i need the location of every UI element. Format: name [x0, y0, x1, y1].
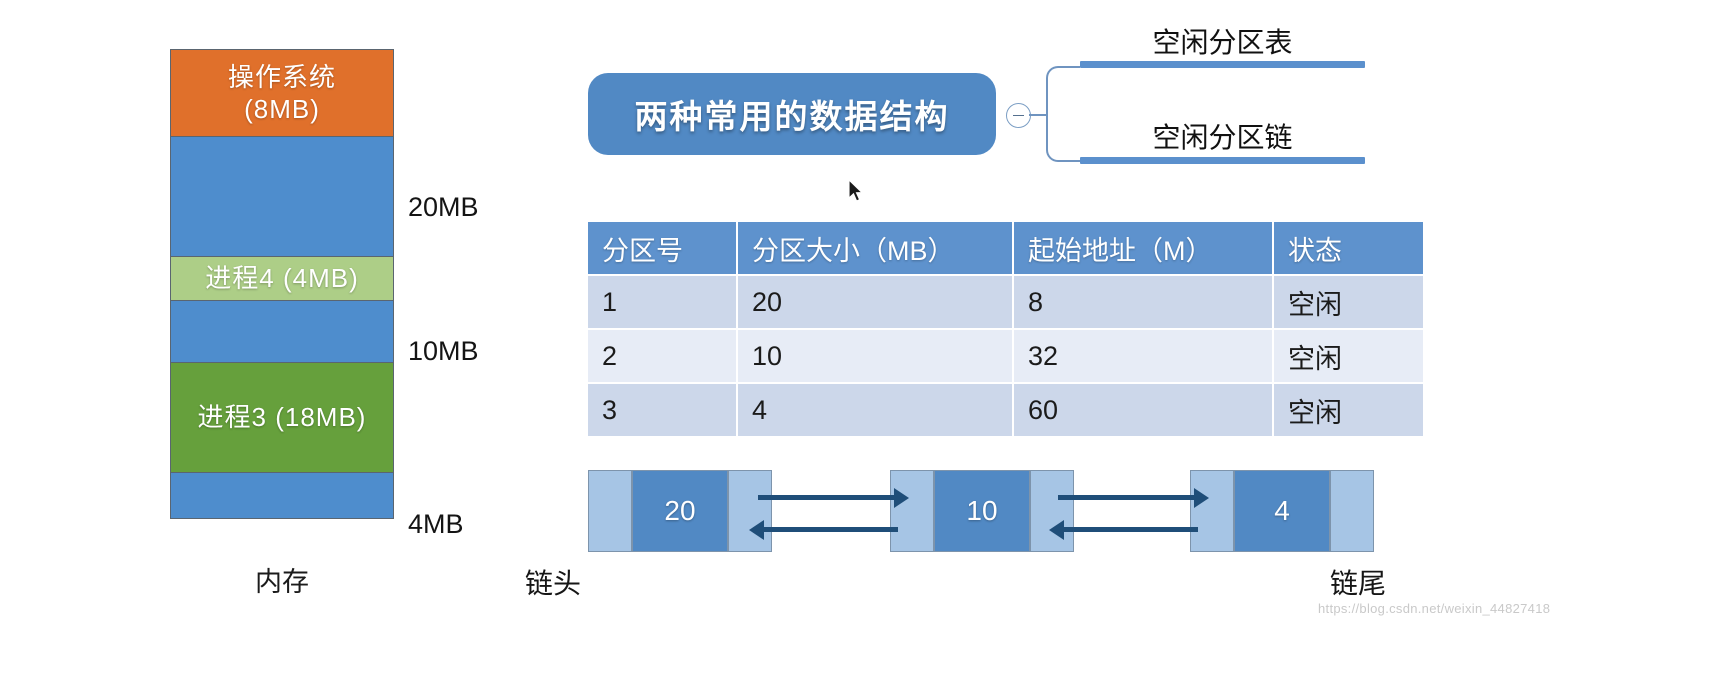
cell-status: 空闲 [1273, 275, 1423, 330]
cell-status: 空闲 [1273, 383, 1423, 438]
node-prev-pointer [1190, 470, 1234, 552]
memory-size-label-20mb: 20MB [408, 192, 479, 222]
table-header-row: 分区号 分区大小（MB） 起始地址（M） 状态 [588, 222, 1423, 276]
cell-start-address: 8 [1013, 275, 1274, 330]
mindmap-branch-label-2: 空闲分区链 [1152, 122, 1293, 153]
cell-partition-size: 10 [737, 329, 1014, 384]
mindmap-branch-underline-1 [1080, 61, 1365, 68]
table-row: 3 4 60 空闲 [588, 383, 1423, 438]
memory-segment-process4-label: 进程4 (4MB) [205, 263, 359, 294]
table-header-partition-size: 分区大小（MB） [737, 222, 1014, 276]
linked-list-tail-label: 链尾 [1330, 568, 1387, 599]
prev-arrow-icon [1049, 519, 1198, 540]
mindmap-root-node[interactable]: 两种常用的数据结构 [588, 73, 996, 155]
memory-segment-process4: 进程4 (4MB) [170, 257, 394, 301]
mindmap-branch-free-partition-table[interactable]: 空闲分区表 [1080, 27, 1365, 68]
memory-layout-diagram: 操作系统 (8MB) 进程4 (4MB) 进程3 (18MB) [170, 49, 394, 519]
node-prev-pointer [588, 470, 632, 552]
memory-segment-free-4 [170, 473, 394, 519]
minus-glyph [1013, 114, 1024, 117]
memory-size-label-4mb: 4MB [408, 509, 464, 539]
mindmap-connector [1029, 113, 1046, 116]
linked-list-head-label: 链头 [525, 568, 582, 599]
arrow-head [749, 519, 764, 540]
mindmap-bracket [1046, 66, 1080, 162]
node-value: 4 [1234, 470, 1330, 552]
table-header-status: 状态 [1273, 222, 1423, 276]
node-next-pointer [728, 470, 772, 552]
table-header-start-address: 起始地址（M） [1013, 222, 1274, 276]
cell-partition-size: 20 [737, 275, 1014, 330]
cell-partition-number: 1 [588, 275, 738, 330]
minus-circle-icon[interactable] [1006, 103, 1031, 128]
node-next-pointer [1330, 470, 1374, 552]
mindmap-branch-label-1: 空闲分区表 [1152, 27, 1293, 58]
arrow-head [1194, 487, 1209, 508]
free-partition-linked-list: 20 10 4 [588, 470, 1378, 552]
mindmap-root-label: 两种常用的数据结构 [634, 98, 950, 135]
node-value: 10 [934, 470, 1030, 552]
cell-partition-size: 4 [737, 383, 1014, 438]
free-partition-table: 分区号 分区大小（MB） 起始地址（M） 状态 1 20 8 空闲 2 10 3… [588, 222, 1423, 438]
memory-segment-process3-label: 进程3 (18MB) [197, 402, 367, 433]
node-next-pointer [1030, 470, 1074, 552]
prev-arrow-icon [749, 519, 898, 540]
cell-start-address: 60 [1013, 383, 1274, 438]
memory-segment-free-10 [170, 301, 394, 363]
watermark: https://blog.csdn.net/weixin_44827418 [1318, 601, 1551, 616]
memory-caption: 内存 [255, 567, 309, 597]
linked-list-node: 4 [1190, 470, 1374, 552]
arrow-head [894, 487, 909, 508]
arrow-head [1049, 519, 1064, 540]
linked-list-node: 10 [890, 470, 1074, 552]
memory-segment-os: 操作系统 (8MB) [170, 49, 394, 137]
next-arrow-icon [1058, 487, 1209, 508]
cell-status: 空闲 [1273, 329, 1423, 384]
node-value: 20 [632, 470, 728, 552]
table-row: 1 20 8 空闲 [588, 275, 1423, 330]
cell-partition-number: 2 [588, 329, 738, 384]
memory-size-label-10mb: 10MB [408, 336, 479, 366]
memory-segment-free-20 [170, 137, 394, 257]
cell-start-address: 32 [1013, 329, 1274, 384]
next-arrow-icon [758, 487, 909, 508]
mindmap-branch-underline-2 [1080, 157, 1365, 164]
memory-segment-os-size: (8MB) [244, 94, 320, 124]
cell-partition-number: 3 [588, 383, 738, 438]
mouse-cursor-icon [849, 180, 864, 202]
table-header-partition-number: 分区号 [588, 222, 738, 276]
memory-segment-process3: 进程3 (18MB) [170, 363, 394, 473]
memory-segment-os-label: 操作系统 [227, 61, 336, 92]
node-prev-pointer [890, 470, 934, 552]
mindmap-branch-free-partition-chain[interactable]: 空闲分区链 [1080, 122, 1365, 164]
linked-list-node: 20 [588, 470, 772, 552]
table-row: 2 10 32 空闲 [588, 329, 1423, 384]
